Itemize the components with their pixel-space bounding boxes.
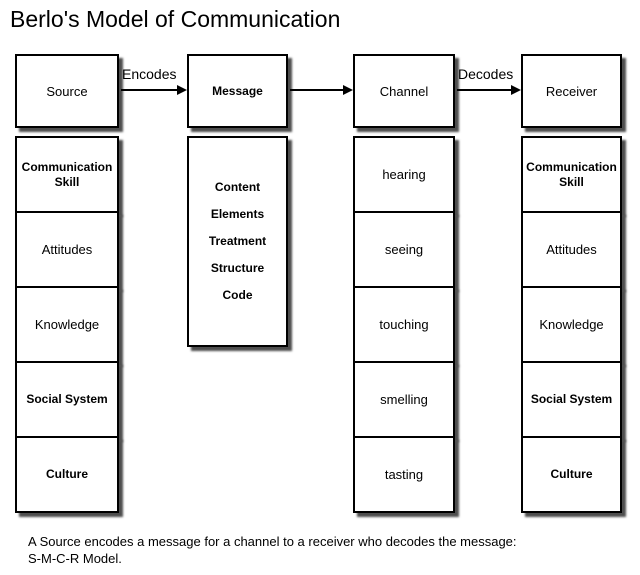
receiver-label: Receiver [545, 83, 598, 99]
source-communication-skill-box: Communication Skill [15, 136, 119, 213]
receiver-knowledge-box: Knowledge [521, 286, 622, 363]
channel-smelling-label: smelling [380, 392, 428, 407]
channel-seeing-label: seeing [384, 242, 424, 257]
message-channel-arrow-head-icon [343, 85, 353, 95]
decode-arrow-head-icon [511, 85, 521, 95]
caption-line-1: A Source encodes a message for a channel… [28, 534, 517, 549]
channel-touching-box: touching [353, 286, 455, 363]
source-social-system-label: Social System [26, 392, 108, 406]
channel-smelling-box: smelling [353, 361, 455, 438]
channel-tasting-label: tasting [384, 467, 424, 482]
message-item-code: Code [222, 288, 253, 302]
receiver-social-system-box: Social System [521, 361, 622, 438]
channel-label: Channel [379, 83, 429, 99]
channel-box: Channel [353, 54, 455, 128]
encode-arrow-line [121, 89, 177, 91]
message-item-structure: Structure [210, 261, 265, 275]
message-content-box: Content Elements Treatment Structure Cod… [187, 136, 288, 347]
receiver-knowledge-label: Knowledge [539, 317, 604, 332]
message-channel-arrow-line [290, 89, 343, 91]
receiver-communication-skill-label: Communication Skill [526, 159, 617, 189]
encodes-label: Encodes [122, 66, 177, 82]
message-item-content: Content [214, 180, 261, 194]
channel-hearing-label: hearing [382, 167, 426, 182]
source-culture-label: Culture [46, 467, 88, 481]
receiver-attitudes-label: Attitudes [546, 242, 597, 257]
source-culture-box: Culture [15, 436, 119, 513]
receiver-box: Receiver [521, 54, 622, 128]
receiver-culture-label: Culture [550, 467, 593, 481]
receiver-social-system-label: Social System [530, 392, 613, 406]
channel-touching-label: touching [379, 317, 429, 332]
source-attitudes-box: Attitudes [15, 211, 119, 288]
channel-seeing-box: seeing [353, 211, 455, 288]
message-label: Message [212, 83, 263, 98]
receiver-culture-box: Culture [521, 436, 622, 513]
source-box: Source [15, 54, 119, 128]
caption-line-2: S-M-C-R Model. [28, 551, 122, 566]
encode-arrow-head-icon [177, 85, 187, 95]
channel-hearing-box: hearing [353, 136, 455, 213]
receiver-communication-skill-box: Communication Skill [521, 136, 622, 213]
source-label: Source [46, 83, 88, 99]
receiver-attitudes-box: Attitudes [521, 211, 622, 288]
caption: A Source encodes a message for a channel… [28, 533, 618, 567]
source-knowledge-label: Knowledge [34, 317, 100, 332]
source-knowledge-box: Knowledge [15, 286, 119, 363]
channel-tasting-box: tasting [353, 436, 455, 513]
decode-arrow-line [457, 89, 511, 91]
source-social-system-box: Social System [15, 361, 119, 438]
message-box: Message [187, 54, 288, 128]
decodes-label: Decodes [458, 66, 514, 82]
source-communication-skill-label: Communication Skill [21, 159, 113, 189]
message-item-elements: Elements [210, 207, 265, 221]
message-item-treatment: Treatment [208, 234, 267, 248]
source-attitudes-label: Attitudes [41, 242, 93, 257]
page-title: Berlo's Model of Communication [10, 6, 341, 32]
